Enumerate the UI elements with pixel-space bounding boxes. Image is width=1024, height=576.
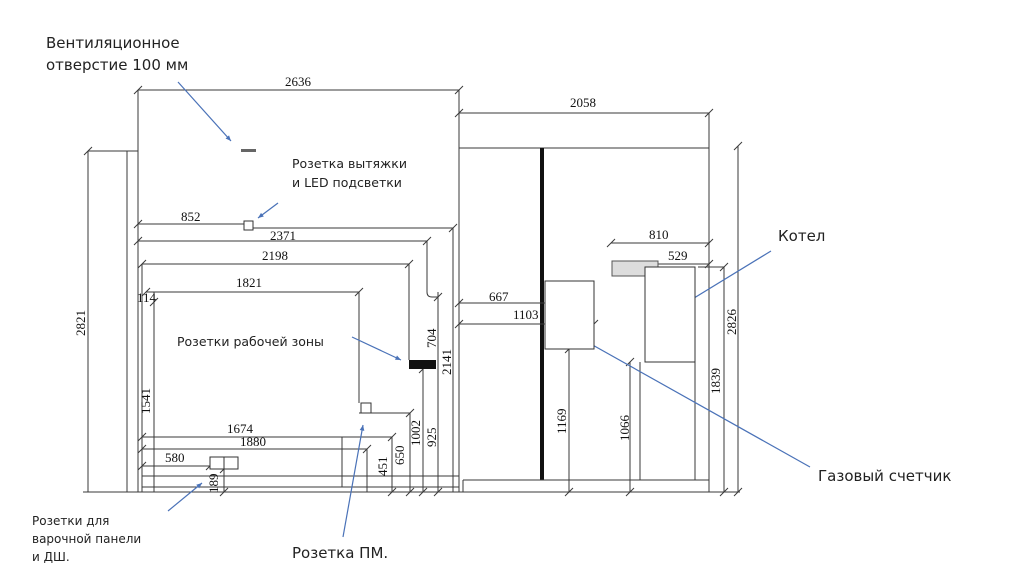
dim-704: 704	[424, 328, 439, 348]
dim-2141: 2141	[439, 349, 454, 375]
work-zone-sockets-icon	[409, 360, 436, 369]
dim-tick	[137, 259, 147, 269]
dim-tick	[137, 432, 147, 442]
boiler-label: Котел	[778, 227, 825, 245]
dim-left-height: 2821	[73, 310, 88, 336]
dim-1103: 1103	[513, 307, 539, 322]
dim-tick	[83, 146, 93, 156]
dim-tick	[733, 487, 743, 497]
dim-tick	[404, 259, 414, 269]
work-sockets-arrow-head	[395, 355, 401, 360]
dim-tick	[606, 238, 616, 248]
dim-114: 114	[137, 290, 157, 305]
boiler-arrow	[680, 250, 772, 307]
vent-label-line2: отверстие 100 мм	[46, 56, 188, 74]
hob-sockets-arrow-head	[196, 483, 202, 489]
dim-1541: 1541	[138, 388, 153, 414]
dim-tick	[625, 487, 635, 497]
dim-tick	[133, 85, 143, 95]
dim-tick	[219, 487, 229, 497]
hob-socket-icon-2	[223, 456, 239, 470]
dim-tick	[433, 292, 443, 302]
dim-tick	[405, 408, 415, 418]
dishwasher-socket-arrow-head	[359, 425, 365, 431]
hob-sockets-label-line2: варочной панели	[32, 532, 141, 546]
gas-meter-arrow	[572, 333, 811, 468]
dim-189: 189	[206, 474, 221, 494]
dim-tick	[704, 238, 714, 248]
dim-2371: 2371	[270, 228, 296, 243]
dim-tick	[387, 432, 397, 442]
dim-tick	[454, 85, 464, 95]
dim-tick	[133, 219, 143, 229]
gas-meter-icon	[544, 280, 595, 350]
dim-tick	[733, 141, 743, 151]
dim-tick	[141, 287, 151, 297]
hob-sockets-label-line3: и ДШ.	[32, 550, 70, 564]
dim-tick	[719, 262, 729, 272]
dim-tick	[418, 487, 428, 497]
dim-tick	[564, 487, 574, 497]
gas-meter-label: Газовый счетчик	[818, 467, 951, 485]
dim-tick	[704, 108, 714, 118]
dim-1821: 1821	[236, 275, 262, 290]
hood-socket-arrow-head	[258, 212, 264, 218]
dishwasher-socket-label: Розетка ПМ.	[292, 544, 388, 562]
dim-tick	[454, 319, 464, 329]
dim-810: 810	[649, 227, 669, 242]
dim-650: 650	[392, 446, 407, 466]
hood-socket-icon	[243, 220, 254, 231]
dim-tick	[149, 297, 159, 307]
work-sockets-arrow	[351, 336, 402, 361]
dishwasher-socket-icon	[360, 402, 372, 414]
dim-667: 667	[489, 289, 509, 304]
dim-tick	[137, 461, 147, 471]
dim-right-height: 2826	[724, 309, 739, 336]
dim-1169: 1169	[554, 408, 569, 434]
hood-socket-label-line1: Розетка вытяжки	[292, 156, 407, 171]
dim-tick	[133, 236, 143, 246]
dim-tick	[387, 487, 397, 497]
hob-sockets-label-line1: Розетки для	[32, 514, 109, 528]
dim-tick	[433, 487, 443, 497]
boiler-icon	[644, 266, 696, 363]
hood-socket-label-line2: и LED подсветки	[292, 175, 402, 190]
dim-1066: 1066	[617, 415, 632, 442]
dim-tick	[448, 223, 458, 233]
dim-852: 852	[181, 209, 201, 224]
dim-1839: 1839	[708, 368, 723, 394]
drawing-lines	[83, 89, 740, 493]
vent-label-line1: Вентиляционное	[46, 34, 180, 52]
upper-cabinet-corner	[426, 291, 438, 298]
dim-1674: 1674	[227, 421, 254, 436]
vent-hole-icon	[241, 149, 256, 152]
annotation-arrows	[167, 81, 811, 538]
dim-580: 580	[165, 450, 185, 465]
vent-arrow-head	[225, 135, 231, 141]
dishwasher-socket-arrow	[342, 424, 364, 538]
vent-arrow	[177, 81, 232, 142]
dim-left-wall-width: 2636	[285, 74, 312, 89]
dim-tick	[137, 444, 147, 454]
dim-right-wall-width: 2058	[570, 95, 596, 110]
dim-451: 451	[375, 457, 390, 477]
work-sockets-label: Розетки рабочей зоны	[177, 334, 324, 349]
dim-tick	[454, 108, 464, 118]
dim-529: 529	[668, 248, 688, 263]
dim-tick	[422, 236, 432, 246]
dim-tick	[362, 444, 372, 454]
dim-tick	[454, 298, 464, 308]
dim-tick	[405, 487, 415, 497]
dim-tick	[704, 259, 714, 269]
dim-1002: 1002	[408, 420, 423, 446]
dim-tick	[354, 287, 364, 297]
dim-925: 925	[424, 428, 439, 448]
hob-socket-icon-1	[209, 456, 225, 470]
dim-2198: 2198	[262, 248, 288, 263]
dim-tick	[719, 487, 729, 497]
dim-1880: 1880	[240, 434, 266, 449]
hob-sockets-arrow	[167, 482, 203, 512]
